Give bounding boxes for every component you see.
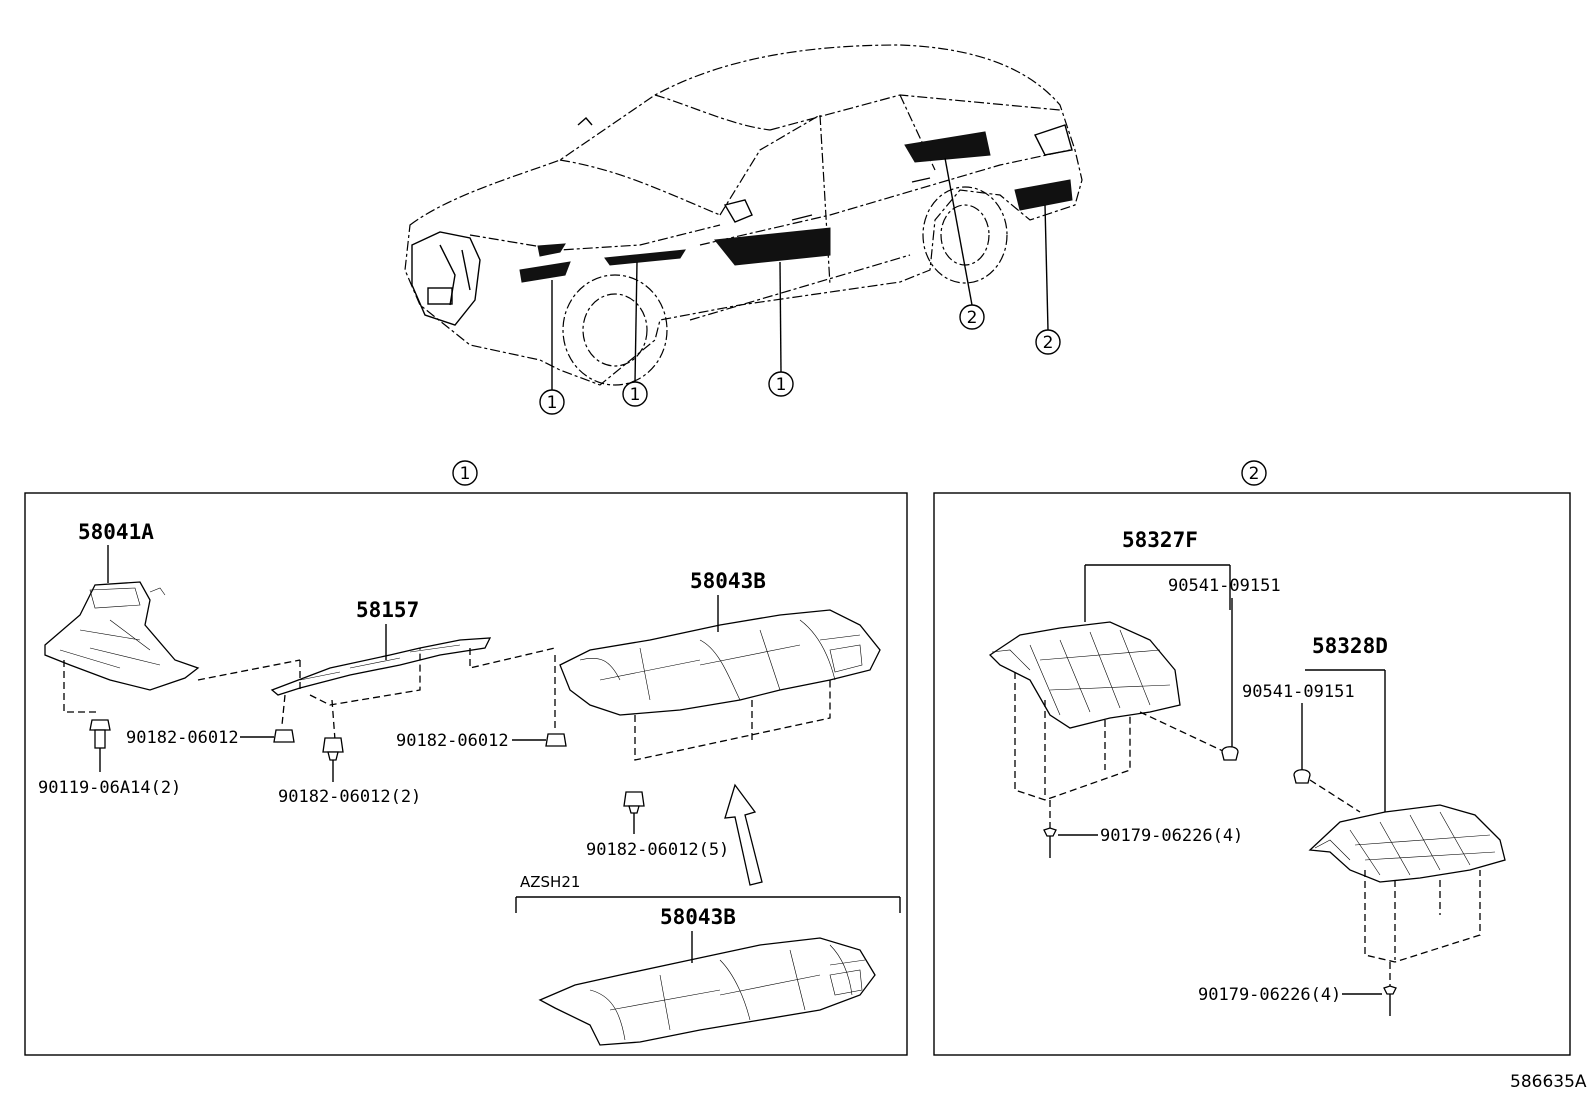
group-1-box [24,492,908,1056]
part-58041A[interactable] [44,581,200,691]
svg-text:2: 2 [967,308,978,328]
screw-right-icon [1383,985,1397,1016]
car-callout-2a: 2 [959,304,985,330]
nut-bottom-icon [623,791,645,814]
nut-right-icon [545,733,567,747]
svg-text:1: 1 [547,393,558,413]
label-90179-left: 90179-06226(4) [1100,826,1243,846]
group-2-box [933,492,1571,1056]
part-58043B-top[interactable] [559,609,881,716]
figure-reference: 586635A [1510,1072,1587,1092]
svg-text:1: 1 [460,464,471,484]
svg-text:1: 1 [630,385,641,405]
label-AZSH21: AZSH21 [520,873,580,891]
bolt-90119-icon [89,719,111,749]
svg-text:1: 1 [776,375,787,395]
label-90182-left: 90182-06012 [126,728,239,748]
label-90182-bottom: 90182-06012(5) [586,840,729,860]
label-58043B-bottom: 58043B [660,905,736,929]
car-illustration [404,44,1083,390]
label-58328D: 58328D [1312,634,1388,658]
car-callout-1b: 1 [622,381,648,407]
label-58157: 58157 [356,598,419,622]
svg-text:2: 2 [1249,464,1260,484]
nut-left-icon [273,729,295,743]
clip-lower-icon [1293,769,1311,784]
label-90541-lower: 90541-09151 [1242,682,1355,702]
car-callout-1a: 1 [539,389,565,415]
label-58041A: 58041A [78,520,154,544]
label-58327F: 58327F [1122,528,1198,552]
screw-left-icon [1043,827,1057,858]
part-58157[interactable] [270,637,492,696]
car-callout-1c: 1 [768,371,794,397]
group-2-title: 2 [1241,460,1267,486]
label-90182-right: 90182-06012 [396,731,509,751]
car-callout-2b: 2 [1035,329,1061,355]
group-1-title: 1 [452,460,478,486]
part-58327F[interactable] [988,621,1181,729]
label-90541-upper: 90541-09151 [1168,576,1281,596]
arrow-up-icon [724,783,763,886]
label-58043B-top: 58043B [690,569,766,593]
label-90119-06A14: 90119-06A14(2) [38,778,181,798]
svg-text:2: 2 [1043,333,1054,353]
clip-upper-icon [1221,746,1239,761]
label-90182-mid: 90182-06012(2) [278,787,421,807]
part-58043B-bottom[interactable] [538,937,876,1046]
part-58328D[interactable] [1308,804,1506,883]
label-90179-right: 90179-06226(4) [1198,985,1341,1005]
nut-mid-icon [322,737,344,761]
